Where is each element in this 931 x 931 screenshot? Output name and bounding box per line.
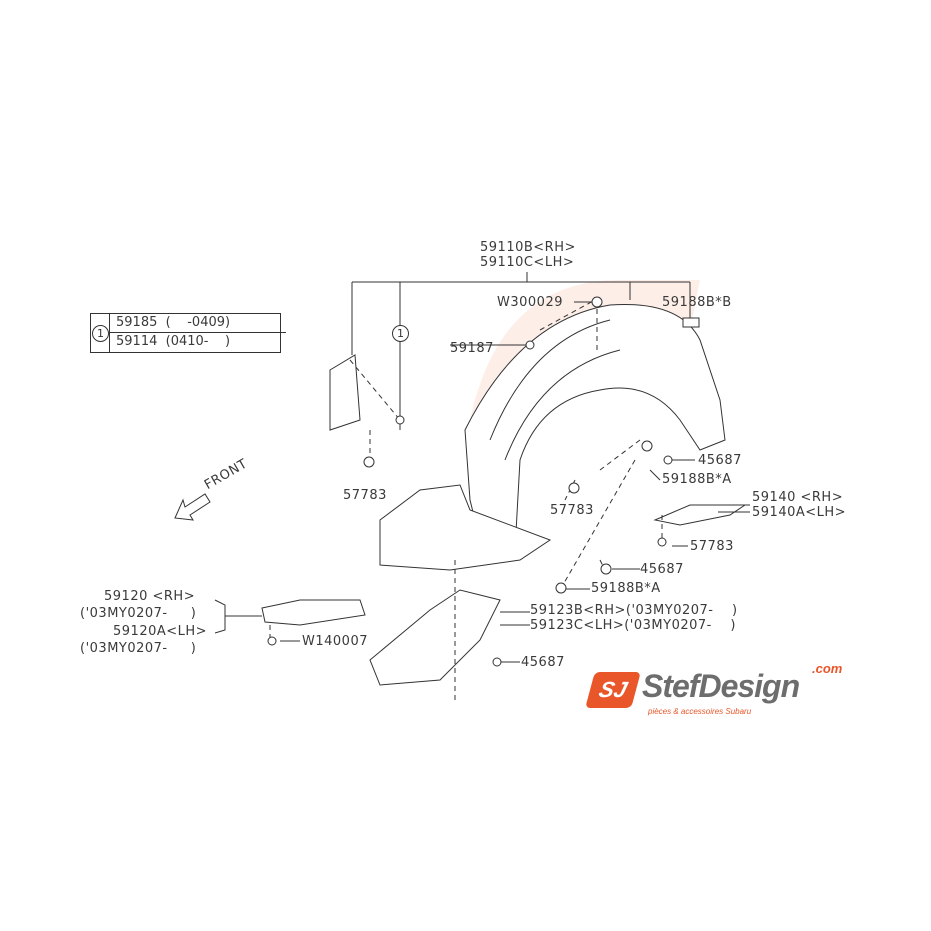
label-59120-range: ('03MY0207- ) [80,606,197,621]
label-59120: 59120 <RH> [104,589,196,604]
label-59110c: 59110C<LH> [480,255,575,270]
label-59188b-b: 59188B*B [662,295,732,310]
label-57783: 57783 [690,539,734,554]
front-panel [329,354,361,431]
label-59188b-a: 59188B*A [591,581,661,596]
note-part: 59114 [116,334,158,349]
note-ref: 1 [91,314,110,352]
label-59120a-range: ('03MY0207- ) [80,641,197,656]
stefdesign-logo: SJ StefDesign .com pièces & accessoires … [585,662,880,720]
label-59110b: 59110B<RH> [480,240,576,255]
ref-circle: 1 [92,325,109,342]
leader-main [351,272,691,430]
label-w300029: W300029 [497,295,563,310]
label-w140007: W140007 [302,634,368,649]
bracket-59123 [369,589,501,686]
label-59123c: 59123C<LH>('03MY0207- ) [530,618,736,633]
logo-brand: StefDesign [642,668,800,704]
logo-tagline: pièces & accessoires Subaru [648,707,752,716]
label-59140: 59140 <RH> [752,490,844,505]
logo-dotcom: .com [812,661,843,676]
note-row: 59185 ( -0409) [110,314,286,333]
bracket-59140 [653,504,747,526]
label-59123b: 59123B<RH>('03MY0207- ) [530,603,738,618]
note-part: 59185 [116,315,158,330]
label-59187: 59187 [450,341,494,356]
label-59120a: 59120A<LH> [113,624,208,639]
note-range: (0410- ) [165,334,231,349]
label-59140a: 59140A<LH> [752,505,847,520]
logo-mark: SJ [585,672,641,708]
note-row: 59114 (0410- ) [110,333,286,351]
fender-liner [464,303,726,551]
bar-59120 [261,599,366,626]
note-range: ( -0409) [165,315,231,330]
lower-splash [379,484,552,571]
label-57783: 57783 [550,503,594,518]
label-45687: 45687 [521,655,565,670]
label-59188b-a: 59188B*A [662,472,732,487]
callout-ref-circle: 1 [392,325,409,342]
label-45687: 45687 [640,562,684,577]
label-57783: 57783 [343,488,387,503]
note-table: 1 59185 ( -0409) 59114 (0410- ) [90,313,286,353]
label-45687: 45687 [698,453,742,468]
front-arrow-icon [174,493,211,521]
